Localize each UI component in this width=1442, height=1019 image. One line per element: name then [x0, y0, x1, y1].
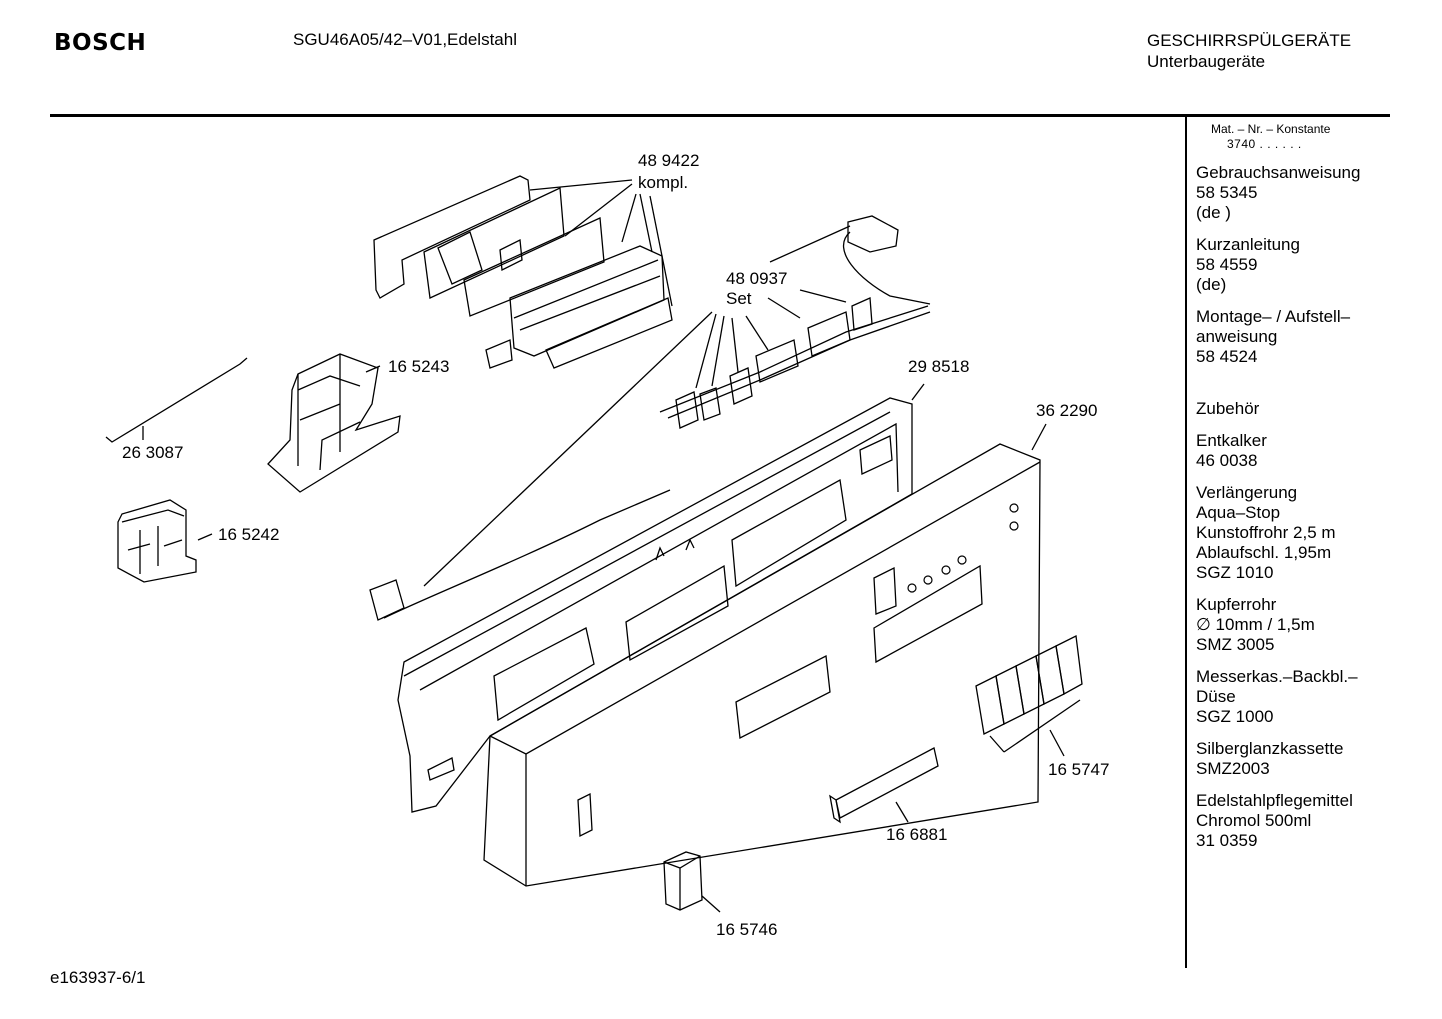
- label-165747: 16 5747: [1048, 760, 1109, 779]
- label-489422-note: kompl.: [638, 173, 688, 192]
- sidebar-group-line: 58 4524: [1196, 347, 1258, 366]
- category-line-1: GESCHIRRSPÜLGERÄTE: [1147, 31, 1352, 50]
- sidebar-group-line: anweisung: [1196, 327, 1278, 346]
- exploded-diagram: 48 9422 kompl. 48 0937 Set 16 5243 26 30…: [105, 151, 1109, 939]
- sidebar-group-line: 31 0359: [1196, 831, 1258, 850]
- label-362290: 36 2290: [1036, 401, 1097, 420]
- model-title: SGU46A05/42–V01,Edelstahl: [293, 30, 517, 49]
- sidebar-group-line: Montage– / Aufstell–: [1196, 307, 1351, 326]
- part-165747-drawing: [975, 635, 1083, 757]
- part-166881-drawing: [829, 747, 939, 824]
- label-165242: 16 5242: [218, 525, 279, 544]
- sidebar-group-line: Edelstahlpflegemittel: [1196, 791, 1353, 810]
- part-165242-drawing: [117, 499, 213, 583]
- sidebar-group: Zubehör: [1196, 379, 1396, 419]
- category-heading: GESCHIRRSPÜLGERÄTE Unterbaugeräte: [1147, 30, 1351, 72]
- brand-logo: BOSCH: [54, 30, 147, 56]
- mat-number-constant: 3740 . . . . . .: [1227, 137, 1302, 151]
- sidebar-group-line: Aqua–Stop: [1196, 503, 1281, 522]
- sidebar-divider: [1185, 116, 1187, 968]
- label-165243: 16 5243: [388, 357, 449, 376]
- sidebar-group-line: SGZ 1010: [1196, 563, 1274, 582]
- sidebar-group-line: SGZ 1000: [1196, 707, 1274, 726]
- program-button-2: [923, 575, 933, 585]
- mat-number-label: Mat. – Nr. – Konstante: [1211, 122, 1331, 136]
- header-divider: [50, 114, 1390, 117]
- sidebar-group-line: ∅ 10mm / 1,5m: [1196, 615, 1315, 634]
- sidebar-group-line: Kurzanleitung: [1196, 235, 1300, 254]
- sidebar-group-line: Düse: [1196, 687, 1236, 706]
- program-button-4: [957, 555, 967, 565]
- label-263087: 26 3087: [122, 443, 183, 462]
- sidebar-group-line: Verlängerung: [1196, 483, 1298, 502]
- label-489422-number: 48 9422: [638, 151, 699, 170]
- part-labels: 48 9422 kompl. 48 0937 Set 16 5243 26 30…: [122, 151, 1109, 939]
- sidebar-group-line: (de): [1196, 275, 1227, 294]
- diagram-code: e163937-6/1: [50, 968, 146, 987]
- label-166881: 16 6881: [886, 825, 947, 844]
- sidebar-group-line: SMZ 3005: [1196, 635, 1275, 654]
- sidebar-group-line: (de ): [1196, 203, 1231, 222]
- part-165243-drawing: [267, 353, 401, 493]
- sidebar-group-line: Ablaufschl. 1,95m: [1196, 543, 1332, 562]
- part-263087-drawing: [105, 357, 248, 443]
- sidebar-group-line: Silberglanzkassette: [1196, 739, 1344, 758]
- part-165746-drawing: [663, 851, 721, 913]
- sidebar-group-line: Gebrauchsanweisung: [1196, 163, 1361, 182]
- label-480937-number: 48 0937: [726, 269, 787, 288]
- sidebar-group-line: Kunstoffrohr 2,5 m: [1196, 523, 1336, 542]
- part-489422-drawing: [373, 175, 673, 369]
- sidebar-group-line: Chromol 500ml: [1196, 811, 1312, 830]
- sidebar-group-line: Messerkas.–Backbl.–: [1196, 667, 1358, 686]
- sidebar-group-line: 58 4559: [1196, 255, 1258, 274]
- program-button-3: [941, 565, 951, 575]
- sidebar-group-line: 46 0038: [1196, 451, 1258, 470]
- indicator-1: [1009, 503, 1019, 513]
- sidebar-group-line: Zubehör: [1196, 399, 1260, 418]
- part-298518-drawing: [397, 383, 925, 813]
- sidebar-parts-list: Mat. – Nr. – Konstante 3740 . . . . . . …: [1196, 122, 1396, 851]
- indicator-2: [1009, 521, 1019, 531]
- sidebar-group-line: Kupferrohr: [1196, 595, 1277, 614]
- sidebar-group-line: [1196, 379, 1396, 399]
- label-480937-note: Set: [726, 289, 752, 308]
- part-362290-drawing: [483, 423, 1047, 887]
- sidebar-group-line: Entkalker: [1196, 431, 1267, 450]
- sidebar-group-line: 58 5345: [1196, 183, 1258, 202]
- label-165746: 16 5746: [716, 920, 777, 939]
- sidebar-group-line: SMZ2003: [1196, 759, 1270, 778]
- label-298518: 29 8518: [908, 357, 969, 376]
- category-line-2: Unterbaugeräte: [1147, 52, 1266, 71]
- part-480937-drawing: [369, 215, 931, 621]
- program-button-1: [907, 583, 917, 593]
